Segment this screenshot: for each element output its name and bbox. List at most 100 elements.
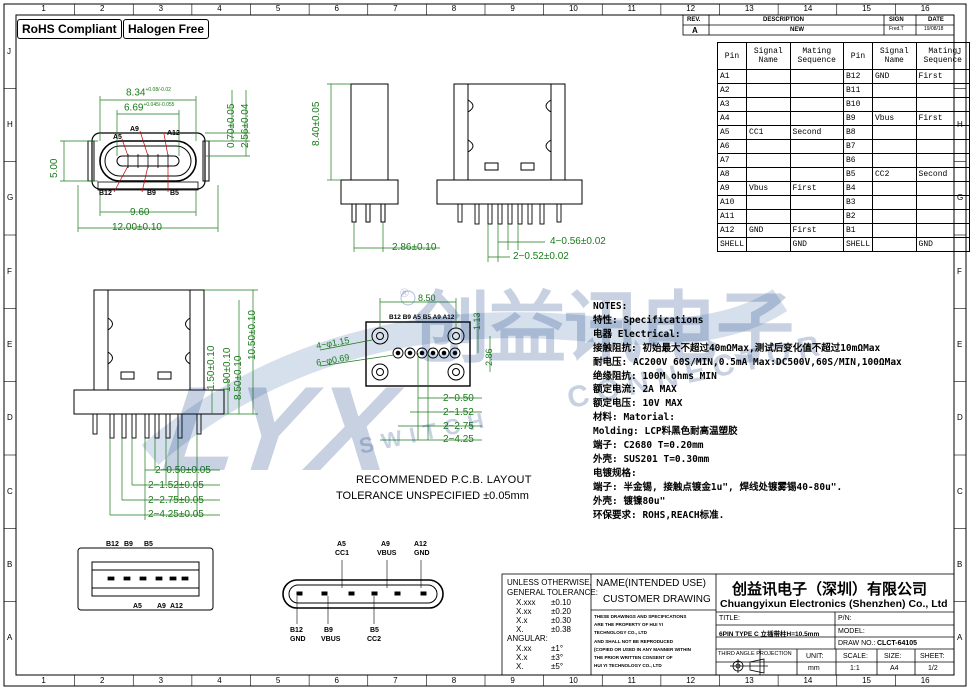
border-letter: G bbox=[7, 193, 14, 203]
border-number: 12 bbox=[686, 4, 696, 13]
note-line: 环保要求: ROHS,REACH标准. bbox=[593, 509, 725, 521]
back-view bbox=[73, 289, 225, 439]
border-letter: B bbox=[957, 560, 963, 569]
border-number: 13 bbox=[744, 4, 754, 13]
tolerance-value: X.x bbox=[516, 616, 528, 625]
pin-table-cell bbox=[789, 153, 844, 168]
note-line: 外壳: 镀镍80u" bbox=[593, 495, 666, 507]
border-letter: H bbox=[7, 120, 13, 129]
dim-252: 2−0.52±0.02 bbox=[513, 251, 569, 262]
angular-tolerance-value: ±1° bbox=[551, 644, 564, 653]
pin-table-cell: B7 bbox=[842, 139, 874, 154]
border-number: 3 bbox=[158, 4, 164, 13]
pin-table-cell: B4 bbox=[842, 181, 874, 196]
note-line: 电镀规格: bbox=[593, 467, 637, 479]
pin-table-cell: B1 bbox=[842, 223, 874, 238]
pin-table-cell: Vbus bbox=[746, 181, 791, 196]
tb-name-label: NAME(INTENDED USE) bbox=[596, 578, 707, 589]
tb-sheet: 1/2 bbox=[928, 665, 938, 672]
tb-model-label: MODEL: bbox=[838, 628, 865, 635]
pin-table-cell bbox=[789, 167, 844, 182]
tb-scale: 1:1 bbox=[850, 665, 860, 672]
title-block-grid bbox=[501, 573, 955, 676]
side-label-a5: A5 bbox=[133, 603, 142, 610]
border-letter: F bbox=[957, 266, 962, 276]
side-label-b12: B12 bbox=[106, 541, 119, 548]
pin-table-cell bbox=[789, 139, 844, 154]
pin-table-cell: A10 bbox=[716, 195, 748, 210]
border-letter: E bbox=[957, 340, 963, 349]
note-line: 材料: Matorial: bbox=[593, 412, 675, 424]
pin-table-cell: B11 bbox=[842, 83, 874, 98]
dim-500: 5.00 bbox=[49, 158, 60, 178]
border-letter: J bbox=[7, 46, 11, 56]
border-number: 8 bbox=[451, 4, 457, 13]
pin-vbus-bottom-label: VBUS bbox=[321, 636, 341, 643]
tb-draw-no: CLCT-64105 bbox=[877, 640, 918, 647]
pcb-dim-275: 2−2.75 bbox=[443, 421, 474, 432]
pin-table-cell bbox=[746, 153, 791, 168]
pin-table-cell: SHELL bbox=[842, 237, 874, 252]
pin-vbus-top-label: VBUS bbox=[377, 550, 397, 557]
bottom-pin-view bbox=[282, 560, 444, 624]
pin-table-cell: First bbox=[915, 69, 970, 84]
border-letter: C bbox=[957, 486, 963, 496]
pin-table-cell bbox=[746, 83, 791, 98]
side-label-a9: A9 bbox=[157, 603, 166, 610]
dim-256: 2.56±0.04 bbox=[240, 103, 251, 148]
pin-table-cell bbox=[872, 83, 917, 98]
pin-table-header-cell: Pin bbox=[842, 42, 874, 70]
pin-table-cell bbox=[746, 237, 791, 252]
pin-table-cell bbox=[915, 223, 970, 238]
dim-286: 2.86±0.10 bbox=[392, 242, 437, 253]
border-number: 10 bbox=[568, 4, 578, 13]
pin-table-cell bbox=[915, 83, 970, 98]
tolerance-value: X. bbox=[516, 625, 524, 634]
pin-a5-label: A5 bbox=[337, 541, 346, 548]
dim-456: 4−0.56±0.02 bbox=[550, 236, 606, 247]
tb-sheet-label: SHEET: bbox=[920, 653, 945, 660]
pcb-pin-labels: B12 B9 A5 B5 A9 A12 bbox=[389, 314, 455, 321]
border-number: 1 bbox=[41, 4, 46, 13]
pin-table-cell bbox=[872, 153, 917, 168]
rev-value: A bbox=[692, 26, 698, 35]
pin-table-cell: B6 bbox=[842, 153, 874, 168]
pin-table-cell: GND bbox=[789, 237, 844, 252]
pin-b5-label: B5 bbox=[370, 627, 379, 634]
note-line: 额定电流: 2A MAX bbox=[593, 384, 677, 396]
border-letter: C bbox=[7, 486, 13, 496]
tb-size-label: SIZE: bbox=[884, 653, 902, 660]
tb-pn-label: P/N: bbox=[838, 615, 852, 622]
angular-tolerance-value: X. bbox=[516, 662, 524, 671]
pcb-dim-425: 2−4.25 bbox=[443, 434, 474, 445]
dim-960: 9.60 bbox=[130, 207, 150, 218]
pin-table-cell bbox=[746, 209, 791, 224]
border-letter: A bbox=[957, 633, 963, 643]
pin-table-cell: A11 bbox=[716, 209, 748, 224]
border-number: 7 bbox=[393, 676, 398, 685]
pin-table-cell bbox=[872, 97, 917, 112]
projection-symbol-icon bbox=[730, 658, 768, 674]
pin-table-cell bbox=[915, 209, 970, 224]
border-letter: D bbox=[7, 413, 13, 423]
pin-gnd-top-label: GND bbox=[414, 550, 430, 557]
tb-customer-drawing: CUSTOMER DRAWING bbox=[603, 594, 711, 605]
note-line: 端子: 半金锡, 接触点镀金1u", 焊线处镀雾锡40-80u". bbox=[593, 481, 843, 493]
dim-070: 0.70±0.05 bbox=[226, 103, 237, 148]
pin-table-cell bbox=[789, 209, 844, 224]
tolerance-value: X.xxx bbox=[516, 598, 536, 607]
tb-angular: ANGULAR: bbox=[507, 634, 548, 643]
note-line: 电器 Electrical: bbox=[593, 328, 681, 340]
dim-1050: 10.50±0.10 bbox=[247, 310, 258, 360]
pin-table-cell: A4 bbox=[716, 111, 748, 126]
pin-table-cell: B9 bbox=[842, 111, 874, 126]
disclaimer-line: HUI YI TECHNOLOGY CO., LTD bbox=[594, 663, 662, 669]
note-line: 绝缘阻抗: 100M ohms MIN bbox=[593, 370, 717, 382]
